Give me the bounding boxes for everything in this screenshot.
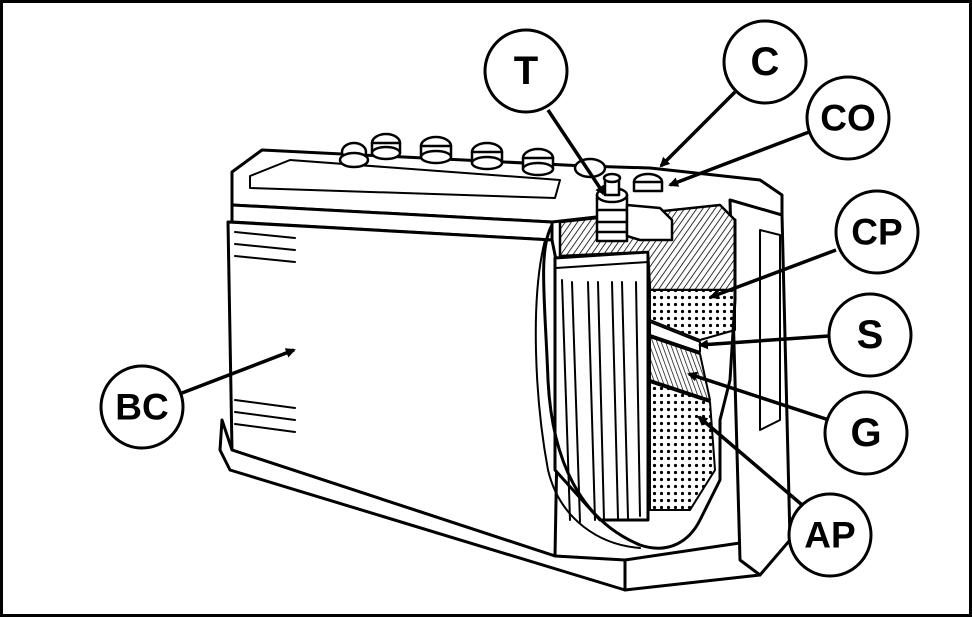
callout-AP-label: AP	[804, 515, 855, 556]
callout-CP-label: CP	[851, 212, 902, 253]
leader-C	[659, 90, 737, 168]
leader-S	[698, 334, 830, 350]
leader-AP	[697, 415, 810, 512]
callout-CO-label: CO	[820, 98, 876, 139]
callout-BC: BC	[99, 364, 185, 450]
leader-CP	[709, 248, 837, 299]
leader-G	[687, 371, 830, 422]
leader-BC	[181, 348, 296, 395]
callout-BC-label: BC	[115, 387, 168, 428]
leader-lines	[181, 90, 837, 512]
callout-AP: AP	[787, 492, 873, 578]
callout-S-label: S	[857, 313, 884, 357]
cell-connector	[625, 203, 674, 242]
callout-CO: CO	[805, 75, 891, 161]
callout-G: G	[823, 390, 909, 476]
callout-T-label: T	[514, 49, 538, 93]
callout-G-label: G	[850, 411, 881, 455]
leader-CO	[668, 130, 810, 187]
callout-C-label: C	[751, 40, 780, 84]
plate-ribs	[555, 261, 649, 523]
callout-C: C	[722, 19, 808, 105]
battery-illustration	[218, 132, 792, 592]
callout-CP: CP	[834, 189, 920, 275]
callout-S: S	[827, 292, 913, 378]
cell-caps	[338, 132, 664, 193]
leader-T	[546, 109, 606, 196]
callout-T: T	[483, 28, 569, 114]
